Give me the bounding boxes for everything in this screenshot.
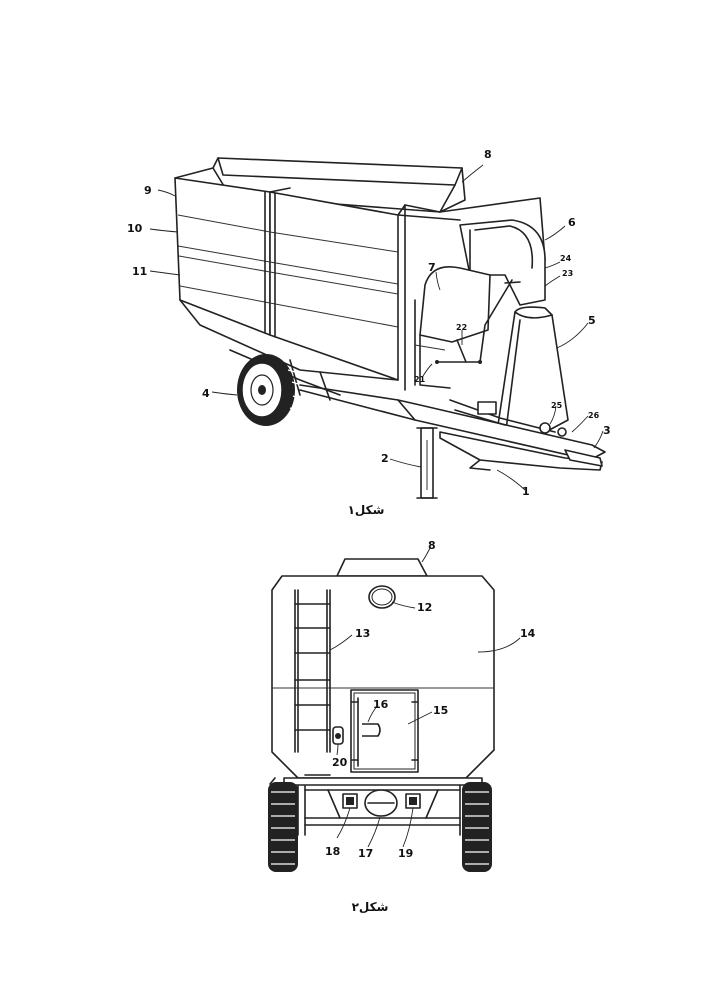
callout-24: 24 [560, 254, 572, 263]
callout-5: 5 [588, 314, 596, 327]
gearbox-tower-5 [497, 306, 569, 439]
callout-11: 11 [132, 265, 147, 278]
rear-wheel-right [462, 782, 492, 872]
access-door-15 [350, 689, 419, 773]
callout-17: 17 [358, 847, 373, 860]
callout-12: 12 [417, 601, 432, 614]
tail-light-18 [342, 793, 358, 809]
hitch-eye-3 [564, 449, 603, 467]
callout-14: 14 [520, 627, 536, 640]
callout-26: 26 [588, 411, 600, 420]
inner-block-7 [414, 266, 491, 389]
linkage-rods-21-24 [435, 279, 521, 364]
round-hatch-12 [368, 585, 396, 609]
discharge-chute-6 [459, 219, 546, 306]
callout-21: 21 [414, 375, 426, 384]
figure-1-caption: شکل۱ [348, 503, 385, 517]
tail-light-19 [405, 793, 421, 809]
center-disc-17 [364, 789, 398, 817]
wheel-4 [237, 354, 299, 426]
roof-hood-8-rear [336, 558, 428, 577]
callout-25: 25 [551, 401, 563, 410]
ladder-13 [294, 589, 331, 753]
callout-3: 3 [603, 424, 611, 437]
callout-labels-fig2: 8 12 13 14 16 15 20 18 17 19 [325, 539, 536, 860]
driveline-shaft [449, 399, 567, 437]
callout-23: 23 [562, 269, 573, 278]
callout-18: 18 [325, 845, 340, 858]
callout-9: 9 [144, 184, 152, 197]
figure-1-perspective-view: 8 9 10 11 6 7 24 23 22 5 21 4 25 26 3 2 … [127, 148, 611, 517]
leader-lines-fig1 [149, 164, 604, 491]
leader-lines-fig2 [329, 547, 521, 848]
callout-10: 10 [127, 222, 143, 235]
callout-labels-fig1: 8 9 10 11 6 7 24 23 22 5 21 4 25 26 3 2 … [127, 148, 611, 498]
hopper-body [174, 167, 546, 391]
callout-4: 4 [202, 387, 210, 400]
callout-20: 20 [332, 756, 348, 769]
door-handle-16 [362, 723, 381, 737]
callout-15: 15 [433, 704, 448, 717]
callout-19: 19 [398, 847, 413, 860]
rear-wheel-left [268, 782, 298, 872]
callout-22: 22 [456, 323, 467, 332]
callout-6: 6 [568, 216, 576, 229]
callout-1: 1 [522, 485, 530, 498]
figure-2-caption: شکل۲ [352, 900, 389, 914]
callout-8: 8 [484, 148, 492, 161]
callout-13: 13 [355, 627, 370, 640]
callout-8-rear: 8 [428, 539, 436, 552]
valve-20 [332, 726, 344, 745]
callout-16: 16 [373, 698, 389, 711]
callout-7: 7 [428, 261, 436, 274]
chassis-frame-1 [299, 384, 606, 471]
figure-2-rear-view: 8 12 13 14 16 15 20 18 17 19 شکل۲ [268, 539, 536, 914]
support-jack-2 [416, 427, 438, 499]
callout-2: 2 [381, 452, 389, 465]
